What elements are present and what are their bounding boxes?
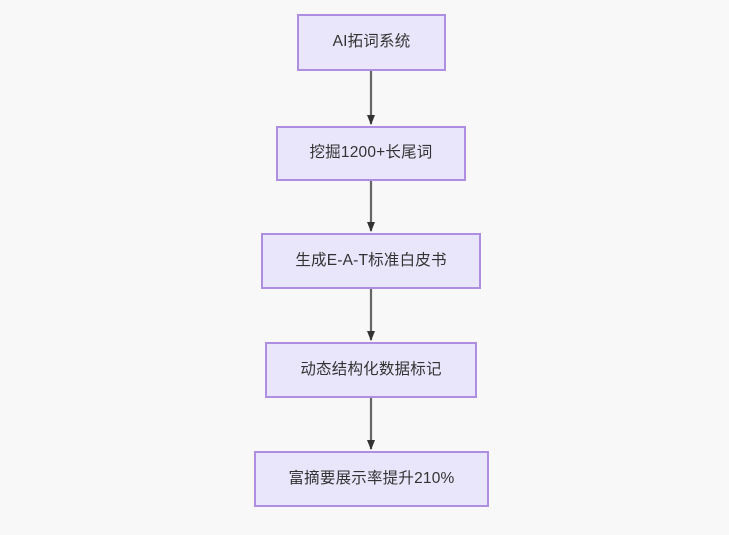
flowchart-node-label: 动态结构化数据标记	[300, 360, 442, 378]
flowchart-node-mine-longtail-keywords[interactable]: 挖掘1200+长尾词	[276, 126, 466, 181]
flowchart-node-rich-snippet-rate-increase[interactable]: 富摘要展示率提升210%	[254, 451, 489, 507]
flowchart-node-label: AI拓词系统	[332, 33, 411, 51]
flowchart-node-label: 生成E-A-T标准白皮书	[295, 251, 447, 269]
flowchart-node-label: 挖掘1200+长尾词	[309, 144, 433, 162]
flowchart-node-generate-eat-whitepaper[interactable]: 生成E-A-T标准白皮书	[261, 233, 481, 289]
flowchart-node-dynamic-structured-data-markup[interactable]: 动态结构化数据标记	[265, 342, 477, 398]
flowchart-node-ai-keyword-system[interactable]: AI拓词系统	[297, 14, 446, 71]
flowchart-node-label: 富摘要展示率提升210%	[288, 469, 455, 487]
